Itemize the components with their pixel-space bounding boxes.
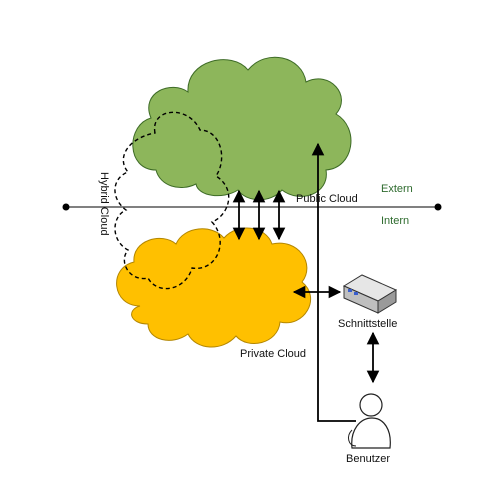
divider-left-dot bbox=[62, 203, 70, 211]
intern-label: Intern bbox=[381, 215, 409, 227]
extern-label: Extern bbox=[381, 183, 413, 195]
private-cloud-label: Private Cloud bbox=[240, 348, 306, 360]
hybrid-cloud-outline bbox=[114, 111, 230, 290]
interface-label: Schnittstelle bbox=[338, 318, 397, 330]
server-device-icon bbox=[342, 274, 398, 314]
public-cloud-label: Public Cloud bbox=[296, 193, 358, 205]
divider-right-dot bbox=[434, 203, 442, 211]
user-public-cloud-arrow bbox=[311, 142, 356, 422]
hybrid-cloud-label: Hybrid Cloud bbox=[98, 172, 110, 236]
user-label: Benutzer bbox=[346, 453, 390, 465]
user-person-icon bbox=[348, 393, 391, 449]
private-cloud-shape bbox=[116, 227, 312, 348]
